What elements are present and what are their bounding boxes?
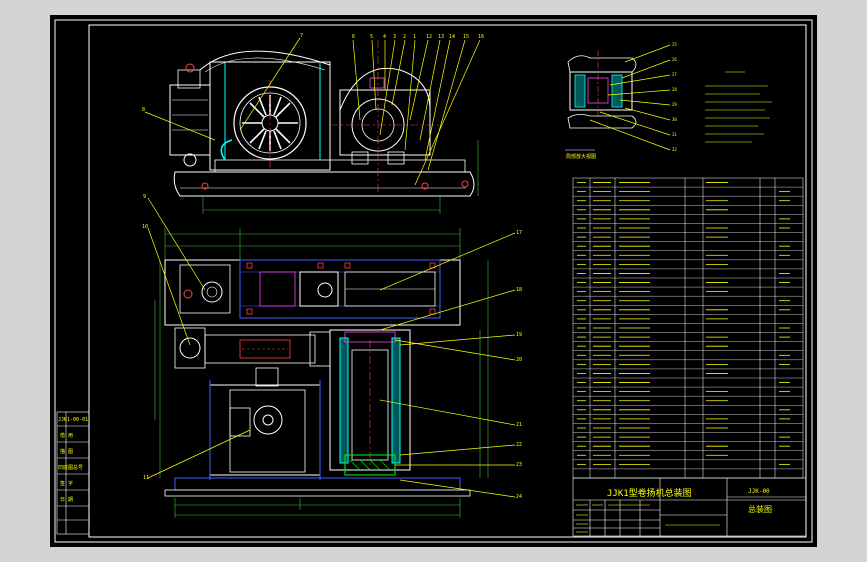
svg-text:8: 8	[142, 107, 145, 113]
svg-text:3: 3	[393, 34, 396, 40]
svg-text:9: 9	[143, 194, 146, 200]
title-block-category: 总装图	[748, 504, 772, 514]
title-block-name: JJK1型卷扬机总装图	[607, 487, 692, 499]
drawing-sheet: JJK1-00-01 借 用 描 图 旧底图总号 签 字 日 期	[50, 15, 817, 547]
strip-label-1: JJK1-00-01	[58, 417, 88, 423]
svg-text:22: 22	[516, 442, 522, 448]
svg-text:7: 7	[300, 33, 303, 39]
svg-text:12: 12	[426, 34, 432, 40]
svg-text:2: 2	[403, 34, 406, 40]
svg-text:28: 28	[672, 87, 677, 92]
left-strip-table	[56, 411, 90, 535]
svg-text:26: 26	[672, 57, 677, 62]
svg-text:15: 15	[463, 34, 469, 40]
drum-section	[329, 329, 411, 476]
section-view: 9 10 11 17 18 19 20 21 22 23 24	[142, 194, 522, 518]
svg-text:25: 25	[672, 42, 677, 47]
svg-text:14: 14	[449, 34, 455, 40]
strip-label-5: 签 字	[60, 480, 73, 487]
svg-text:20: 20	[516, 357, 522, 363]
strip-label-6: 日 期	[60, 497, 73, 503]
svg-text:16: 16	[478, 34, 484, 40]
svg-text:30: 30	[672, 117, 677, 122]
svg-text:5: 5	[370, 34, 373, 40]
detail-view-label: 局部放大视图	[566, 153, 596, 160]
inner-frame	[88, 24, 807, 538]
title-block-drawing-number: JJK-00	[748, 488, 770, 495]
svg-text:21: 21	[516, 422, 522, 428]
svg-text:10: 10	[142, 224, 148, 230]
svg-text:1: 1	[413, 34, 416, 40]
winch-drum	[220, 86, 307, 161]
outer-frame	[54, 19, 813, 543]
svg-text:13: 13	[438, 34, 444, 40]
svg-text:11: 11	[143, 475, 149, 481]
svg-text:24: 24	[516, 494, 522, 500]
svg-text:19: 19	[516, 332, 522, 338]
strip-label-3: 描 图	[60, 448, 73, 455]
svg-text:4: 4	[383, 34, 386, 40]
svg-text:27: 27	[672, 72, 677, 77]
title-block	[572, 477, 807, 537]
svg-text:32: 32	[672, 147, 677, 152]
elevation-view: 7 8 6 5 4 3 2 1 12 13 14 15 16	[142, 33, 484, 214]
strip-label-4: 旧底图总号	[58, 464, 83, 471]
svg-text:31: 31	[672, 132, 677, 137]
svg-text:17: 17	[516, 230, 522, 236]
svg-text:23: 23	[516, 462, 522, 468]
svg-text:29: 29	[672, 102, 677, 107]
strip-label-2: 借 用	[60, 432, 73, 439]
parts-list-rows	[573, 182, 803, 470]
svg-text:18: 18	[516, 287, 522, 293]
svg-text:6: 6	[352, 34, 355, 40]
drive-motor	[209, 367, 321, 480]
drawing-canvas: JJK1-00-01 借 用 描 图 旧底图总号 签 字 日 期	[54, 19, 813, 543]
detail-view: 局部放大视图 25 26 27 28 29 30 31 32	[565, 42, 772, 160]
